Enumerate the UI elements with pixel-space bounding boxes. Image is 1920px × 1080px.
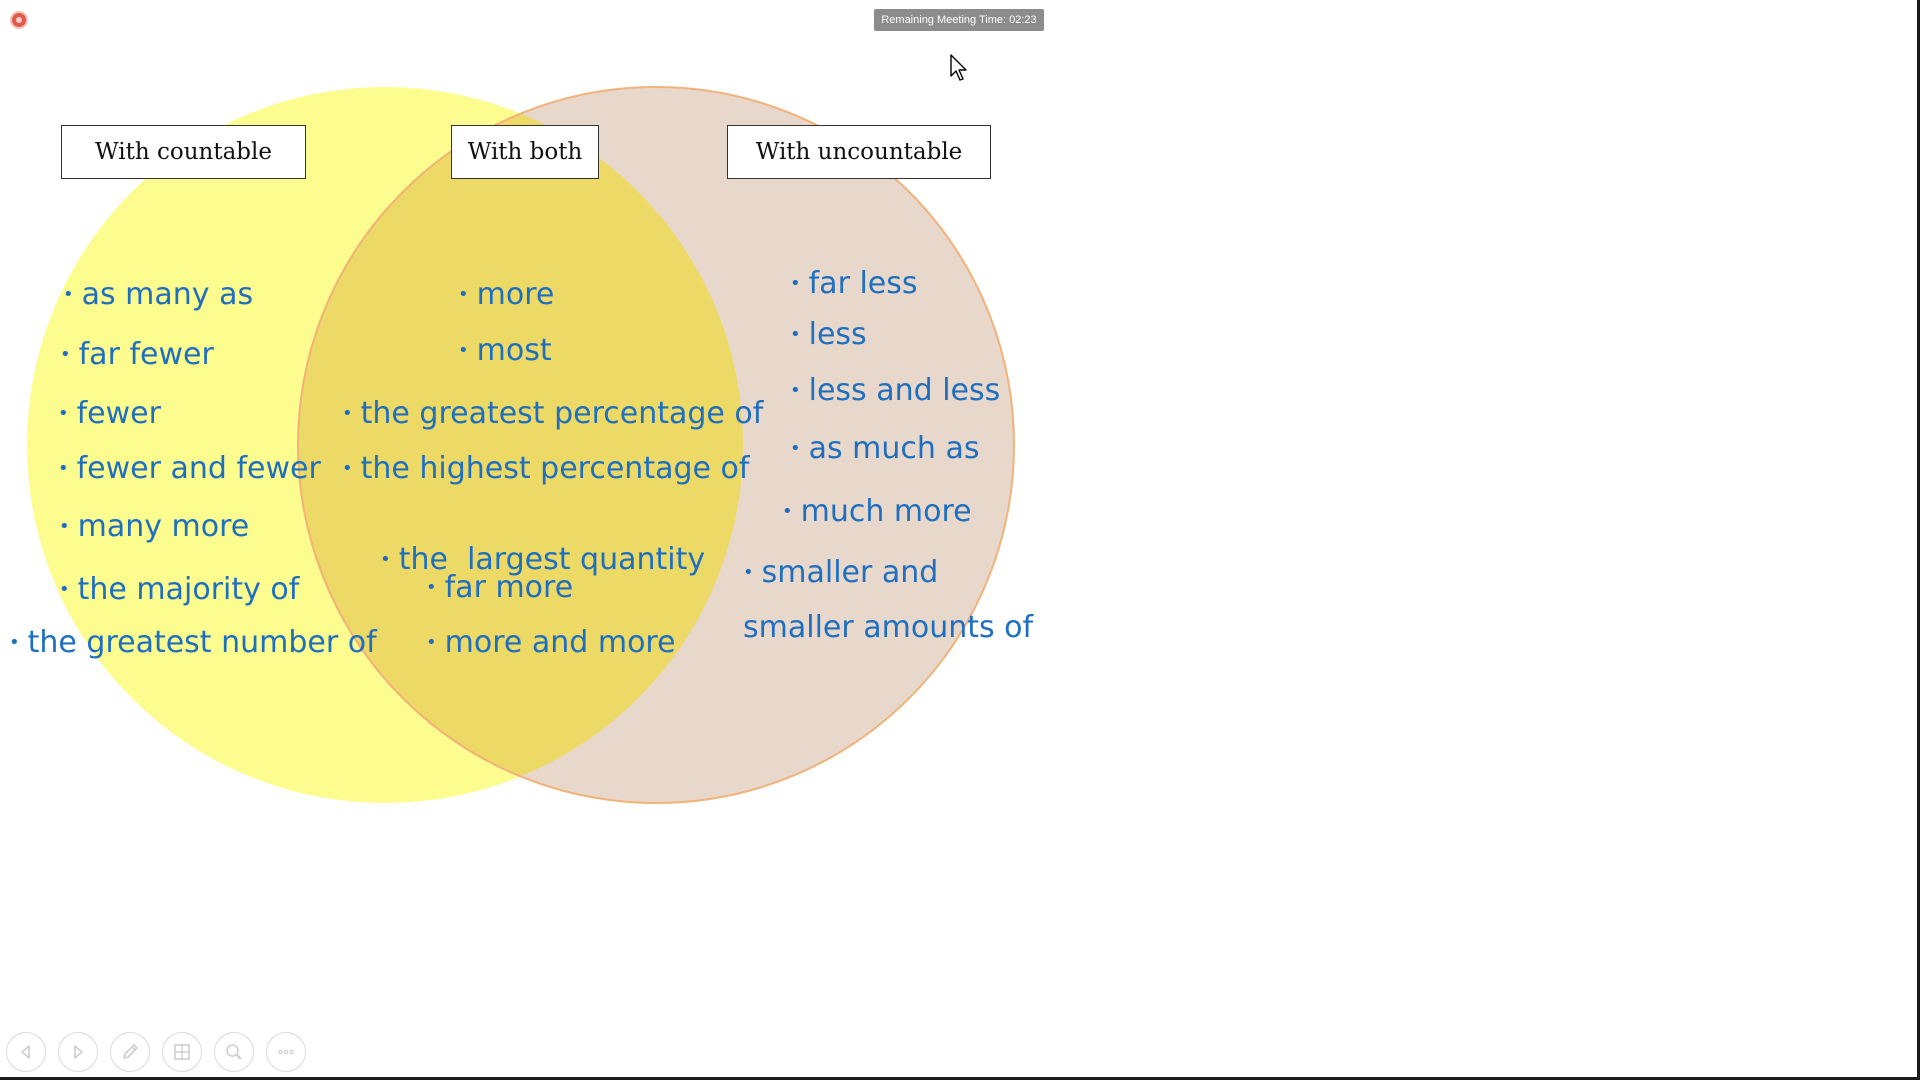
bullet: • (58, 458, 69, 479)
pen-icon (123, 1044, 138, 1059)
uncountable-item-text: smaller and (761, 555, 939, 590)
both-item-text: the highest percentage of (360, 451, 750, 486)
bullet: • (9, 632, 20, 653)
bullet: • (790, 438, 801, 459)
uncountable-item-continued: smaller amounts of (743, 610, 1033, 646)
label-with-uncountable-text: With uncountable (755, 139, 963, 165)
uncountable-circle-outline (297, 86, 1015, 804)
bullet: • (63, 284, 74, 305)
both-item-text: the largest quantity (398, 542, 706, 577)
both-item: • the greatest percentage of (342, 396, 763, 432)
both-item: • far more (426, 570, 573, 606)
uncountable-item-text: less and less (808, 373, 1001, 408)
label-with-both: With both (451, 125, 599, 179)
countable-item: • far fewer (60, 337, 214, 373)
zoom-icon (226, 1044, 242, 1060)
see-all-slides-button[interactable] (162, 1032, 202, 1072)
bullet: • (426, 632, 437, 653)
bullet: • (58, 403, 69, 424)
bullet: • (458, 340, 469, 361)
window-edge-bottom (0, 1077, 1920, 1080)
countable-item: • fewer and fewer (58, 451, 321, 487)
both-item-text: more and more (444, 625, 676, 660)
slides-grid-icon (174, 1044, 190, 1060)
both-item: • most (458, 333, 552, 369)
uncountable-item: • smaller and (743, 555, 938, 591)
previous-slide-button[interactable] (6, 1032, 46, 1072)
previous-icon (21, 1045, 30, 1059)
label-with-countable: With countable (61, 125, 306, 179)
uncountable-item-text: smaller amounts of (743, 610, 1034, 645)
next-icon (74, 1045, 83, 1059)
both-item-text: far more (444, 570, 574, 605)
bullet: • (743, 562, 754, 583)
mouse-pointer-icon (950, 54, 967, 81)
zoom-button[interactable] (214, 1032, 254, 1072)
countable-item-text: fewer and fewer (76, 451, 321, 486)
label-with-both-text: With both (467, 139, 583, 165)
uncountable-item-text: as much as (808, 431, 980, 466)
bullet: • (59, 579, 70, 600)
bullet: • (342, 403, 353, 424)
countable-item: • many more (59, 509, 249, 545)
countable-item-text: the greatest number of (27, 625, 377, 660)
both-item: • the highest percentage of (342, 451, 749, 487)
countable-item-text: fewer (76, 396, 161, 431)
bullet: • (458, 284, 469, 305)
next-slide-button[interactable] (58, 1032, 98, 1072)
countable-item-text: the majority of (77, 572, 300, 607)
label-with-countable-text: With countable (95, 139, 272, 165)
both-item-text: most (476, 333, 552, 368)
bullet: • (380, 549, 391, 570)
uncountable-item: • much more (782, 494, 972, 530)
pen-tool-button[interactable] (110, 1032, 150, 1072)
bullet: • (790, 380, 801, 401)
uncountable-item: • less (790, 317, 867, 353)
bullet: • (426, 577, 437, 598)
countable-item: • the greatest number of (9, 625, 377, 661)
countable-item-text: far fewer (78, 337, 214, 372)
recording-indicator-icon[interactable] (12, 13, 26, 27)
slideshow-toolbar (6, 1032, 306, 1074)
countable-item-text: as many as (81, 277, 254, 312)
bullet: • (790, 324, 801, 345)
more-icon (278, 1049, 294, 1055)
uncountable-item: • less and less (790, 373, 1000, 409)
uncountable-item: • far less (790, 266, 918, 302)
bullet: • (782, 501, 793, 522)
uncountable-item: • as much as (790, 431, 979, 467)
bullet: • (790, 273, 801, 294)
both-item-text: more (476, 277, 555, 312)
bullet: • (342, 458, 353, 479)
both-item-text: the greatest percentage of (360, 396, 764, 431)
overlap-region (298, 87, 743, 803)
countable-item-text: many more (77, 509, 250, 544)
window-edge-right (1917, 0, 1920, 1080)
both-item: • more (458, 277, 554, 313)
bullet: • (60, 344, 71, 365)
label-with-uncountable: With uncountable (727, 125, 991, 179)
countable-item: • fewer (58, 396, 161, 432)
meeting-timer-badge: Remaining Meeting Time: 02:23 (874, 9, 1044, 31)
bullet: • (59, 516, 70, 537)
both-item: • more and more (426, 625, 676, 661)
uncountable-item-text: less (808, 317, 867, 352)
both-item: •the largest quantity (342, 506, 705, 614)
uncountable-item-text: far less (808, 266, 918, 301)
countable-item: • as many as (63, 277, 253, 313)
more-options-button[interactable] (266, 1032, 306, 1072)
countable-item: • the majority of (59, 572, 299, 608)
uncountable-item-text: much more (800, 494, 972, 529)
